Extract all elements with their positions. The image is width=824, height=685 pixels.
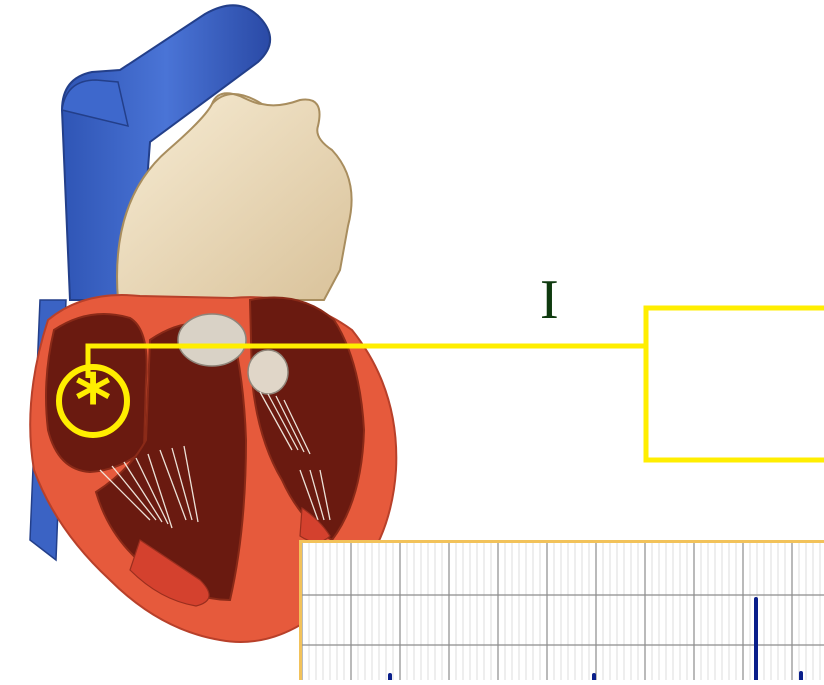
aortic-valve xyxy=(248,350,288,394)
ecg-grid xyxy=(302,543,824,680)
pulmonary-valve xyxy=(178,314,246,366)
section-label: I xyxy=(540,272,559,328)
sa-node-symbol: * xyxy=(67,370,119,430)
callout-bracket xyxy=(646,308,824,460)
ecg-strip xyxy=(299,540,824,680)
